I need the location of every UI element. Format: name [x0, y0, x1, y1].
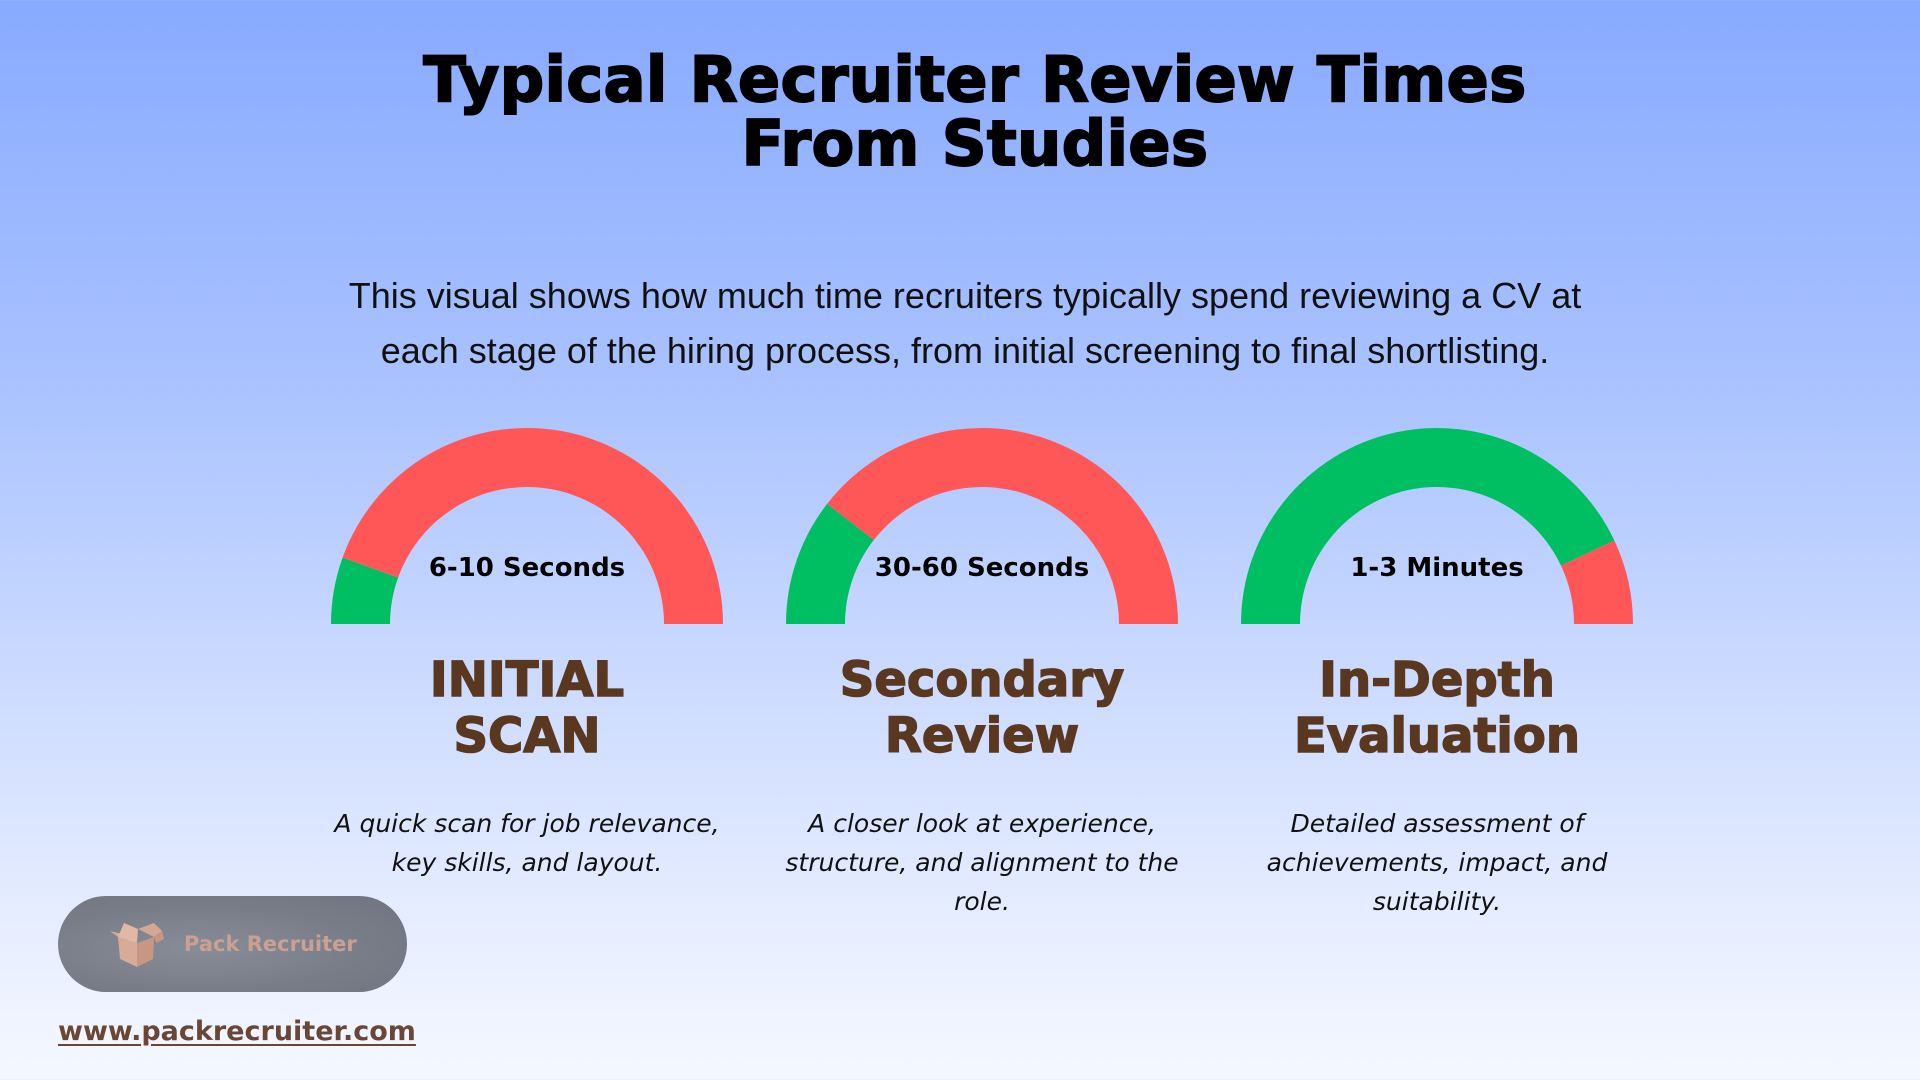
stage-title-line-1: Secondary	[839, 651, 1125, 709]
desc-line-1: Detailed assessment of	[1290, 809, 1584, 838]
stage-description: A closer look at experience, structure, …	[782, 804, 1182, 921]
stage-description: Detailed assessment of achievements, imp…	[1237, 804, 1637, 921]
desc-line-3: suitability.	[1372, 887, 1502, 916]
intro-line-2: each stage of the hiring process, from i…	[380, 330, 1550, 371]
page-title: Typical Recruiter Review Times From Stud…	[0, 43, 1920, 180]
stage-secondary-review: 30-60 Seconds Secondary Review A closer …	[772, 420, 1192, 921]
stage-title-line-2: Review	[884, 707, 1080, 765]
open-box-icon	[110, 923, 164, 967]
desc-line-1: A quick scan for job relevance,	[334, 809, 720, 838]
gauge-arc-icon	[331, 428, 723, 624]
gauge-green-segment	[331, 557, 399, 624]
stage-in-depth-evaluation: 1-3 Minutes In-Depth Evaluation Detailed…	[1227, 420, 1647, 921]
gauge-green-segment	[1241, 428, 1615, 624]
gauge-arc-icon	[1241, 428, 1633, 624]
gauge-green-segment	[786, 503, 874, 624]
gauge: 6-10 Seconds	[317, 420, 737, 630]
stage-title-line-1: In-Depth	[1318, 651, 1555, 709]
stage-initial-scan: 6-10 Seconds INITIAL SCAN A quick scan f…	[317, 420, 737, 882]
gauge-label: 1-3 Minutes	[1350, 553, 1524, 583]
gauge-red-segment	[827, 428, 1178, 624]
website-link[interactable]: www.packrecruiter.com	[58, 1016, 416, 1047]
brand-name: Pack Recruiter	[184, 932, 357, 956]
stage-title-line-1: INITIAL	[429, 651, 625, 709]
stage-title: In-Depth Evaluation	[1227, 651, 1647, 765]
stage-title-line-2: Evaluation	[1293, 707, 1581, 765]
desc-line-1: A closer look at experience,	[808, 809, 1156, 838]
gauge-red-segment	[1560, 540, 1633, 624]
stage-title: INITIAL SCAN	[317, 651, 737, 765]
desc-line-2: key skills, and layout.	[391, 848, 663, 877]
desc-line-2: achievements, impact, and	[1266, 848, 1608, 877]
gauge-arc-icon	[786, 428, 1178, 624]
desc-line-2: structure, and alignment to the	[785, 848, 1179, 877]
gauge: 1-3 Minutes	[1227, 420, 1647, 630]
stage-title: Secondary Review	[772, 651, 1192, 765]
gauge-label: 6-10 Seconds	[428, 553, 626, 583]
stage-title-line-2: SCAN	[453, 707, 602, 765]
gauge-red-segment	[342, 428, 723, 624]
title-line-1: Typical Recruiter Review Times	[422, 43, 1527, 116]
desc-line-3: role.	[954, 887, 1010, 916]
brand-logo: Pack Recruiter	[58, 896, 407, 992]
title-line-2: From Studies	[741, 107, 1209, 180]
intro-text: This visual shows how much time recruite…	[0, 268, 1920, 378]
stage-description: A quick scan for job relevance, key skil…	[327, 804, 727, 882]
gauge-label: 30-60 Seconds	[874, 553, 1090, 583]
gauge: 30-60 Seconds	[772, 420, 1192, 630]
intro-line-1: This visual shows how much time recruite…	[348, 275, 1582, 316]
